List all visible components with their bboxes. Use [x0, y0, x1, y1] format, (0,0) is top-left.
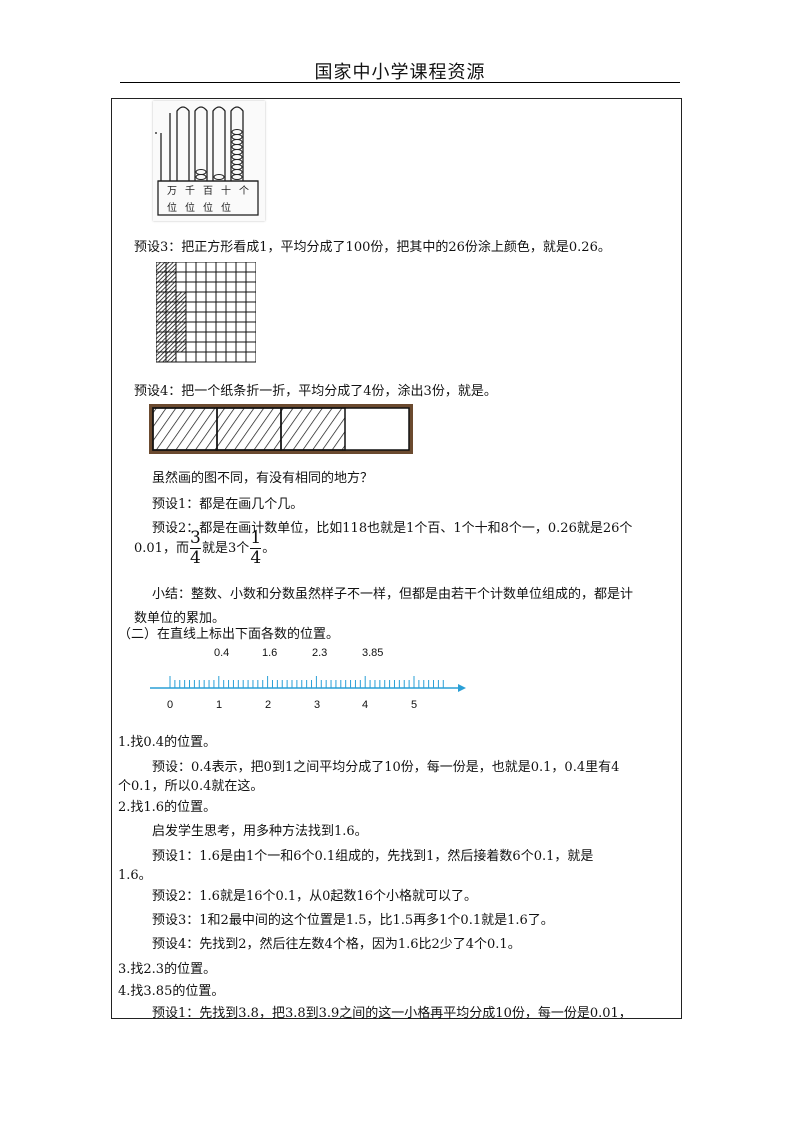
fraction-1-numerator: 3: [190, 528, 201, 548]
number-line-bottom-label-3: 3: [314, 699, 320, 711]
fraction-1-bar: [189, 548, 201, 549]
abacus-label-ge: 个: [239, 185, 249, 197]
number-line-top-label-3.85: 3.85: [362, 647, 383, 659]
abacus-label-wei-3: 位: [203, 201, 213, 214]
abacus-label-wan: 万: [167, 186, 177, 197]
step-2-yushe3: 预设3：1和2最中间的这个位置是1.5，比1.5再多1个0.1就是1.6了。: [152, 913, 554, 928]
step-1-heading: 1.找0.4的位置。: [118, 735, 217, 750]
line-yushe4: 预设4：把一个纸条折一折，平均分成了4份，涂出3份，就是。: [134, 384, 497, 399]
hundred-grid-figure: [155, 261, 257, 368]
step-2-heading: 2.找1.6的位置。: [118, 800, 217, 815]
line-yushe1: 预设1：都是在画几个几。: [152, 497, 304, 512]
step-4-yushe1: 预设1：先找到3.8，把3.8到3.9之间的这一小格再平均分成10份，每一份是0…: [152, 1006, 632, 1021]
step-3-heading: 3.找2.3的位置。: [118, 962, 217, 977]
step-1-line-1: 预设：0.4表示，把0到1之间平均分成了10份，每一份是，也就是0.1，0.4里…: [152, 760, 620, 775]
header-rule: [120, 82, 680, 83]
abacus-label-wei-2: 位: [185, 201, 195, 214]
step-2-yushe1-line-2: 1.6。: [118, 868, 152, 883]
fraction-2-denominator: 4: [250, 548, 262, 568]
abacus-label-shi: 十: [221, 184, 231, 197]
number-line-bottom-label-4: 4: [362, 699, 368, 711]
step-1-line-2: 个0.1，所以0.4就在这。: [118, 779, 264, 794]
fraction-row-text-1: 0.01，而: [134, 541, 189, 556]
number-line-top-label-1.6: 1.6: [262, 647, 277, 659]
abacus-figure: 万 千 百 十 个 位 位 位 位: [153, 101, 265, 221]
paper-strip-figure: [149, 404, 415, 458]
number-line-bottom-label-5: 5: [411, 699, 417, 711]
number-line-bottom-label-1: 1: [216, 699, 222, 711]
step-4-heading: 4.找3.85的位置。: [118, 984, 225, 999]
step-2-yushe1-line-1: 预设1：1.6是由1个一和6个0.1组成的，先找到1，然后接着数6个0.1，就是: [152, 849, 594, 864]
line-summary-1: 小结：整数、小数和分数虽然样子不一样，但都是由若干个计数单位组成的，都是计: [152, 587, 634, 602]
abacus-label-bai: 百: [203, 185, 213, 197]
fraction-2-numerator: 1: [250, 528, 262, 548]
step-2-yushe4: 预设4：先找到2，然后往左数4个格，因为1.6比2少了4个0.1。: [152, 937, 521, 952]
line-yushe2: 预设2：都是在画计数单位，比如118也就是1个百、1个十和8个一，0.26就是2…: [152, 521, 633, 536]
fraction-2-bar: [250, 548, 262, 549]
abacus-label-wei-1: 位: [167, 201, 177, 214]
fraction-row-text-2: 就是3个: [201, 541, 250, 556]
abacus-label-wei-4: 位: [221, 201, 231, 214]
step-2-yushe2: 预设2：1.6就是16个0.1，从0起数16个小格就可以了。: [152, 889, 477, 904]
content-frame: [111, 98, 682, 1019]
number-line-bottom-label-2: 2: [265, 699, 271, 711]
number-line-figure: 0.4 1.6 2.3 3.85 0 1 2 3 4 5: [140, 644, 480, 716]
number-line-bottom-label-0: 0: [167, 699, 173, 711]
line-summary-2: 数单位的累加。: [134, 611, 226, 626]
step-2-line-1: 启发学生思考，用多种方法找到1.6。: [152, 824, 368, 839]
line-question: 虽然画的图不同，有没有相同的地方？: [152, 471, 374, 486]
section-heading-2: （二）在直线上标出下面各数的位置。: [118, 627, 340, 642]
number-line-top-label-0.4: 0.4: [214, 647, 229, 659]
page-header: 国家中小学课程资源: [314, 62, 486, 83]
line-yushe3: 预设3：把正方形看成1，平均分成了100份，把其中的26份涂上颜色，就是0.26…: [134, 240, 611, 255]
fraction-row-text-3: 。: [262, 541, 276, 556]
number-line-top-label-2.3: 2.3: [312, 647, 327, 659]
abacus-label-qian: 千: [185, 185, 195, 197]
fraction-1-denominator: 4: [190, 548, 201, 568]
